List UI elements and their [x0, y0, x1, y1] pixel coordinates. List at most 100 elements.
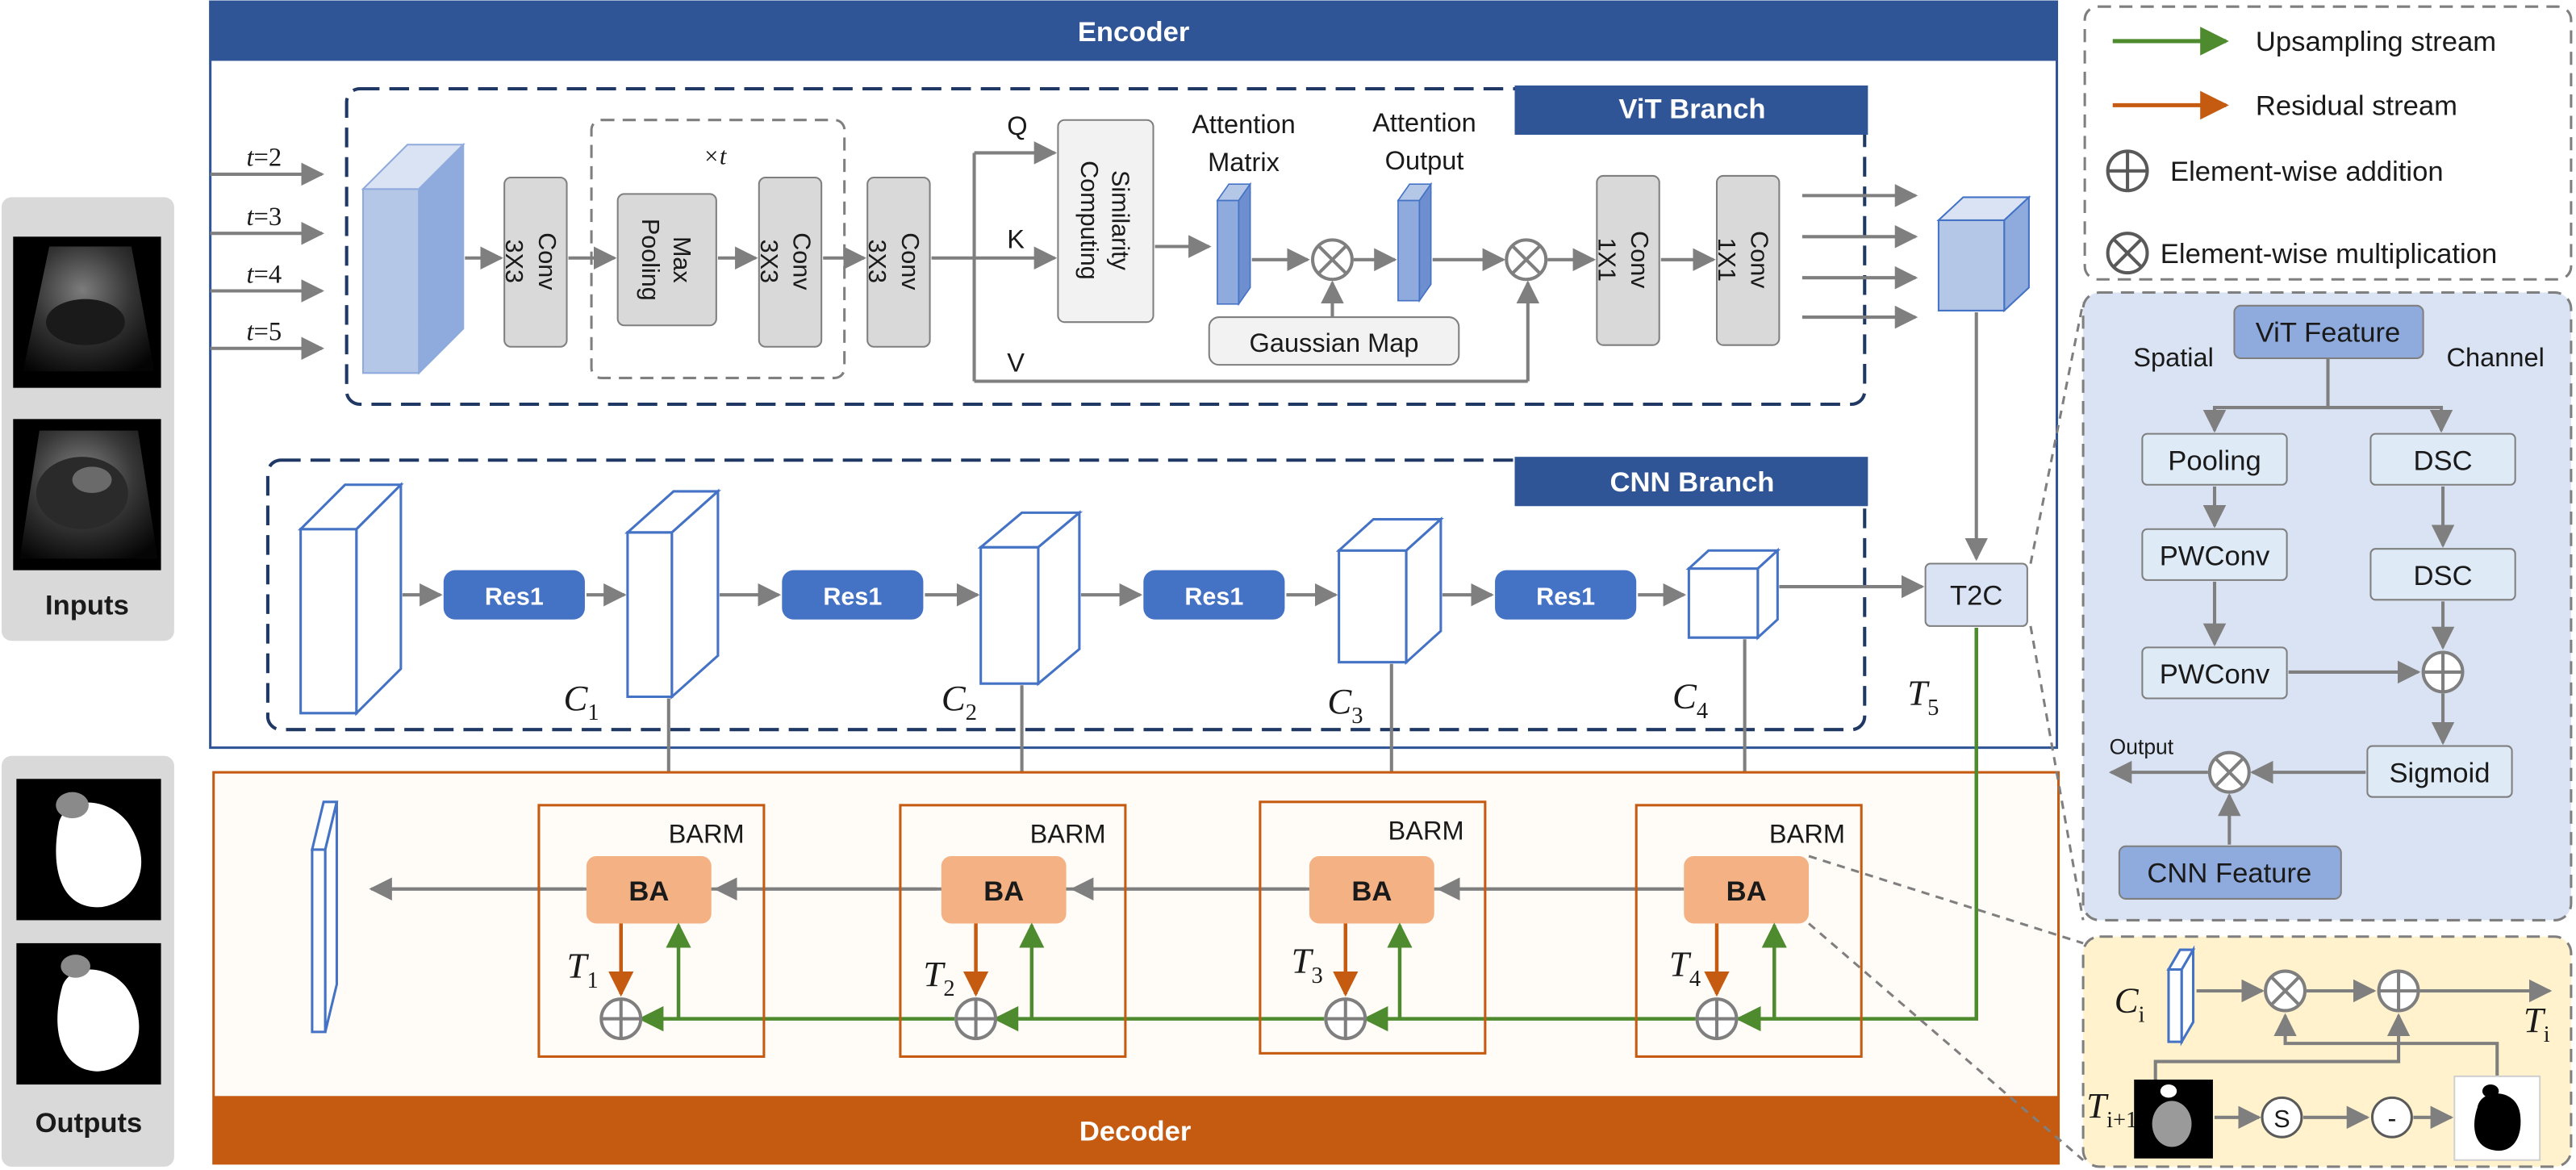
ci-plane [2166, 945, 2196, 1047]
output-mask-2 [16, 942, 161, 1085]
t2c-block: T2C [1924, 562, 2028, 627]
svg-text:ViT Feature: ViT Feature [2256, 318, 2401, 349]
zoom-connectors [1808, 302, 2085, 1161]
svg-text:T2C: T2C [1950, 580, 2002, 611]
add-op-ba [2377, 969, 2420, 1013]
svg-text:CNN Feature: CNN Feature [2147, 859, 2311, 889]
ti-label: Ti [2524, 1000, 2550, 1047]
svg-text:BARM: BARM [1388, 817, 1463, 846]
cnn-feature-cube-c2 [977, 510, 1083, 687]
conv1x1-block-2: Conv1X1 [1713, 174, 1781, 346]
output-mask-1 [16, 779, 161, 921]
q-label: Q [1007, 111, 1027, 140]
conv3x3-block-1: Conv3X3 [500, 176, 568, 348]
svg-text:DSC: DSC [2414, 445, 2473, 476]
inputs-panel: Inputs [2, 197, 174, 641]
svg-text:T1: T1 [567, 946, 599, 993]
vit-branch-header [1514, 85, 1868, 136]
svg-text:BA: BA [983, 876, 1024, 907]
encoder-title: Encoder [1078, 17, 1189, 48]
legend: Upsampling stream Residual stream Elemen… [2083, 5, 2573, 281]
decoder-section: Decoder BARM BA T1 [212, 627, 2060, 1165]
dsc-box-1: DSC [2369, 432, 2516, 486]
svg-text:-: - [2387, 1104, 2396, 1133]
svg-text:Res1: Res1 [485, 583, 544, 610]
svg-text:Gaussian Map: Gaussian Map [1249, 328, 1418, 357]
svg-text:Res1: Res1 [1536, 583, 1595, 610]
decoder-footer [213, 1096, 2059, 1164]
sigmoid-box: Sigmoid [2366, 745, 2513, 798]
ba-module-detail: Ci Ti Ti+1 S [2081, 935, 2573, 1168]
cnn-feature-cube-c4 [1685, 547, 1781, 641]
inputs-label: Inputs [45, 591, 129, 621]
conv3x3-block-3: Conv3X3 [863, 176, 931, 348]
multiply-op-t2c [2207, 750, 2251, 794]
svg-text:Sigmoid: Sigmoid [2389, 758, 2490, 788]
svg-text:t=2: t=2 [246, 144, 282, 173]
ci-label: Ci [2115, 980, 2145, 1027]
encoder-header [210, 2, 2057, 61]
legend-multiplication: Element-wise multiplication [2106, 232, 2497, 275]
legend-upsampling: Upsampling stream [2112, 27, 2496, 57]
svg-text:DSC: DSC [2414, 561, 2473, 591]
pwconv-box-2: PWConv [2141, 646, 2288, 700]
svg-text:SimilarityComputing: SimilarityComputing [1075, 161, 1134, 280]
svg-text:BARM: BARM [1769, 820, 1845, 849]
t-input-arrows: t=2 t=3 t=4 t=5 [210, 144, 324, 361]
svg-text:BA: BA [628, 876, 669, 907]
cnn-feature-cube-c3 [1335, 516, 1444, 666]
vit-output-arrows [1802, 184, 1918, 329]
c1-label: C1 [563, 678, 599, 725]
outputs-panel: Outputs [2, 755, 174, 1167]
svg-text:Upsampling stream: Upsampling stream [2256, 27, 2496, 57]
similarity-computing-block: SimilarityComputing [1057, 119, 1154, 324]
svg-text:BARM: BARM [1030, 820, 1106, 849]
sigmoid-op: S [2261, 1096, 2303, 1139]
svg-text:t=3: t=3 [246, 203, 282, 232]
multiply-op-ba [2264, 969, 2307, 1013]
vit-feature-box: ViT Feature [2233, 304, 2424, 360]
res1-block-2: Res1 [782, 570, 924, 620]
svg-text:Pooling: Pooling [2168, 445, 2261, 476]
vit-branch-title: ViT Branch [1618, 94, 1765, 125]
svg-text:BARM: BARM [669, 820, 745, 849]
svg-text:BA: BA [1726, 876, 1767, 907]
max-pooling-block: MaxPooling [616, 193, 717, 327]
svg-text:PWConv: PWConv [2160, 659, 2270, 690]
conv1x1-block-1: Conv1X1 [1593, 174, 1660, 346]
svg-text:t=4: t=4 [246, 260, 282, 289]
vit-branch: ViT Branch t=2 t=3 t=4 t=5 Conv3X3 ×t [210, 85, 2031, 562]
spatial-label: Spatial [2133, 343, 2214, 372]
svg-text:T4: T4 [1669, 944, 1701, 992]
k-label: K [1007, 225, 1025, 254]
barm-module-1: BARM BA T1 [537, 804, 766, 1058]
svg-text:Res1: Res1 [823, 583, 882, 610]
svg-text:Conv3X3: Conv3X3 [500, 232, 561, 290]
cnn-branch-header [1514, 457, 1868, 507]
svg-text:PWConv: PWConv [2160, 541, 2270, 572]
t2c-module-detail: ViT Feature Spatial Channel Pooling DSC … [2081, 291, 2573, 921]
svg-text:Res1: Res1 [1184, 583, 1243, 610]
reverse-attention-image [2453, 1075, 2541, 1161]
prediction-map-image [2134, 1079, 2213, 1159]
cnn-feature-box: CNN Feature [2118, 845, 2342, 900]
c3-label: C3 [1327, 681, 1363, 729]
svg-text:T3: T3 [1292, 941, 1323, 988]
c4-label: C4 [1672, 676, 1708, 724]
qkv-arrows: Q K V [931, 111, 1540, 383]
svg-text:Element-wise addition: Element-wise addition [2170, 157, 2444, 187]
multiply-op-1 [1311, 238, 1354, 282]
svg-text:MaxPooling: MaxPooling [637, 219, 695, 301]
ti-plus-1-label: Ti+1 [2086, 1085, 2137, 1133]
svg-text:Residual stream: Residual stream [2256, 91, 2457, 122]
res1-block-1: Res1 [443, 570, 585, 620]
multiply-op-2 [1505, 238, 1548, 282]
add-op-t2c [2421, 650, 2465, 694]
svg-text:Conv1X1: Conv1X1 [1713, 231, 1773, 289]
barm-module-2: BARM BA T2 [899, 804, 1127, 1058]
